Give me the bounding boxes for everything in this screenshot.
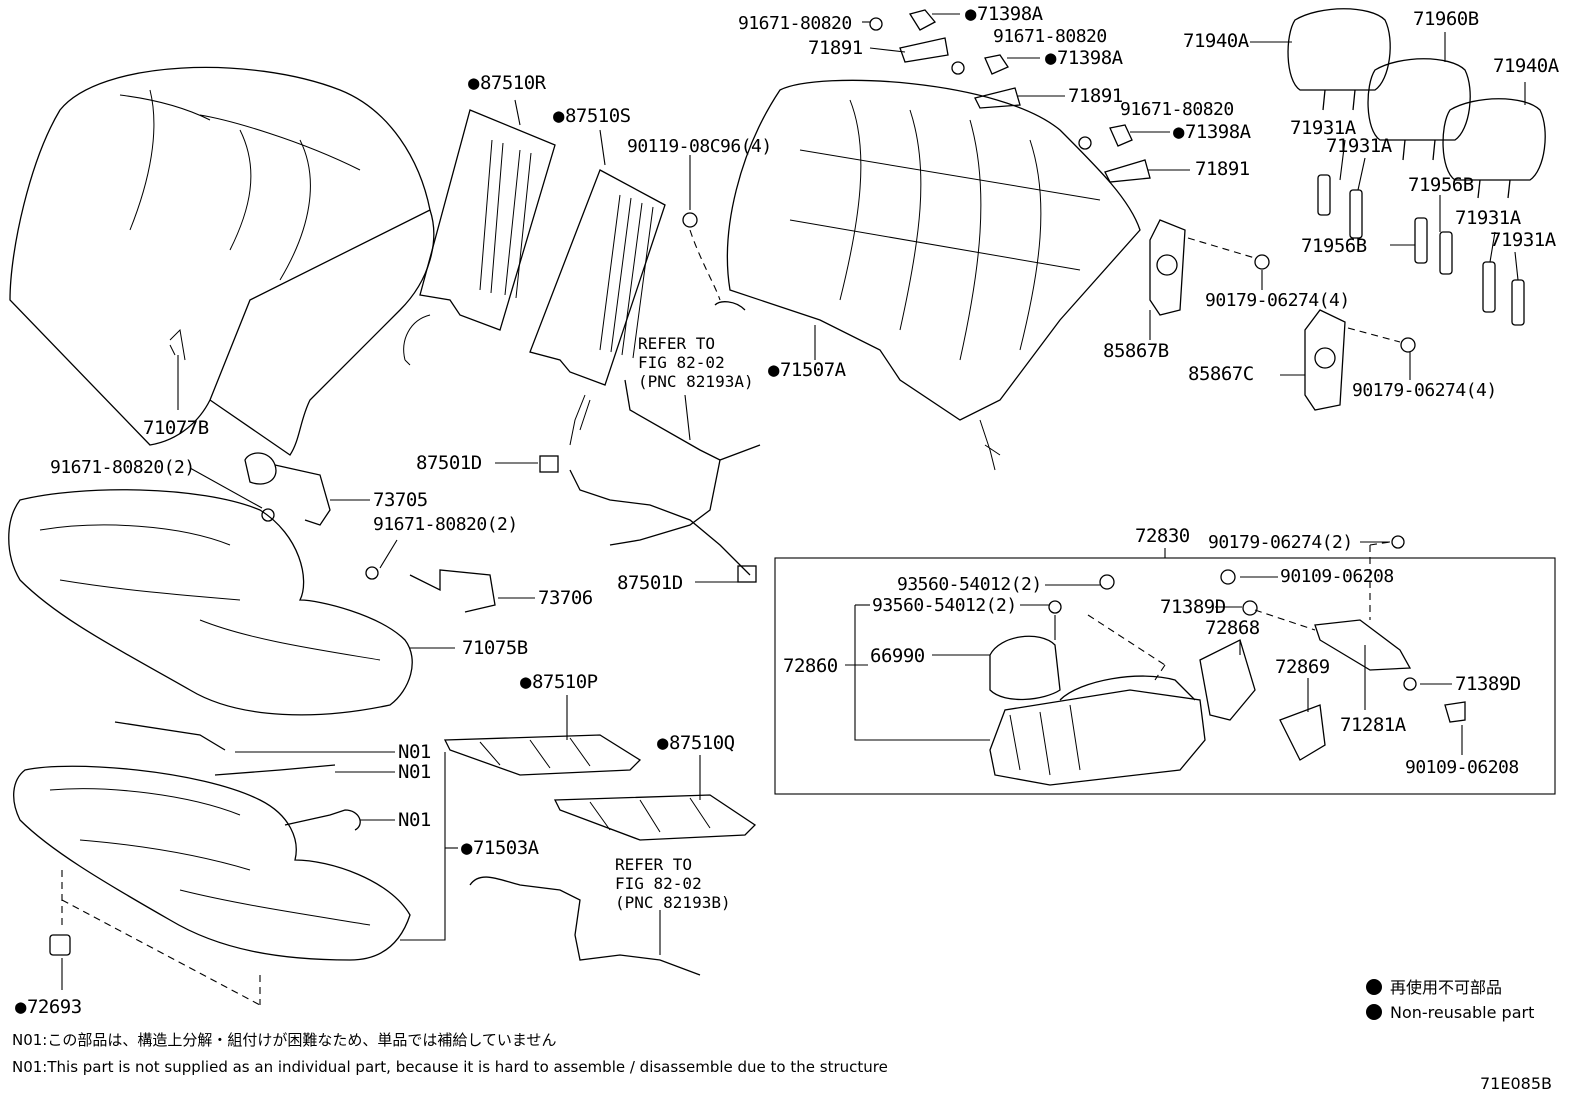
label-90109-1: 90109-06208 <box>1280 566 1394 587</box>
label-90179-2: 90179-06274(4) <box>1352 380 1497 401</box>
label-91671-top1: 91671-80820 <box>738 13 852 34</box>
label-73705: 73705 <box>373 489 428 511</box>
legend-bullet-icon <box>1366 979 1382 995</box>
seat-cushion-frame-71503a <box>13 721 458 961</box>
label-87510q: 87510Q <box>657 733 735 753</box>
label-85867b: 85867B <box>1103 340 1169 362</box>
wire-harness-lower <box>469 876 701 976</box>
wire-harness-center <box>495 379 761 583</box>
clip-72693 <box>49 870 261 1006</box>
label-71940a-1: 71940A <box>1183 30 1249 52</box>
label-91671-top3: 91671-80820 <box>1120 99 1234 120</box>
bolt-90119 <box>682 155 746 311</box>
label-71389d-2: 71389D <box>1455 673 1521 695</box>
label-87501d-1: 87501D <box>416 452 482 474</box>
label-93560-1: 93560-54012(2) <box>897 574 1042 595</box>
armrest-parts <box>845 535 1466 786</box>
label-72869: 72869 <box>1275 656 1330 678</box>
label-72830: 72830 <box>1135 525 1190 547</box>
label-n01-2: N01 <box>398 761 431 783</box>
label-n01-1: N01 <box>398 741 431 763</box>
label-71389d-1: 71389D <box>1160 596 1226 618</box>
label-85867c: 85867C <box>1188 363 1254 385</box>
refer-fig-82193a: REFER TO FIG 82-02 (PNC 82193A) <box>638 334 754 391</box>
label-72868: 72868 <box>1205 617 1260 639</box>
label-71931a-1: 71931A <box>1290 117 1356 139</box>
label-71956b-1: 71956B <box>1408 174 1474 196</box>
seat-back-frame <box>726 79 1141 471</box>
label-91671-2b: 91671-80820(2) <box>373 514 518 535</box>
label-91671-top2: 91671-80820 <box>993 26 1107 47</box>
label-91671-2a: 91671-80820(2) <box>50 457 195 478</box>
label-71507a: 71507A <box>768 360 846 380</box>
label-71503a: 71503A <box>461 838 539 858</box>
label-71891-2: 71891 <box>1068 85 1123 107</box>
label-71931a-2: 71931A <box>1326 135 1392 157</box>
hinge-bracket-group <box>862 9 1190 183</box>
label-71891-3: 71891 <box>1195 158 1250 180</box>
label-n01-3: N01 <box>398 809 431 831</box>
headrests <box>1250 8 1546 199</box>
armrest-assembly-box <box>774 548 1556 795</box>
label-71075b: 71075B <box>462 637 528 659</box>
label-71398a-1: 71398A <box>965 4 1043 24</box>
seat-cushion-cover-71075b <box>8 489 455 716</box>
legend-non-reusable-jp: 再使用不可部品 <box>1366 978 1502 998</box>
headrest-supports <box>1317 139 1525 326</box>
label-87510s: 87510S <box>553 106 631 126</box>
legend-non-reusable-en: Non-reusable part <box>1366 1003 1534 1023</box>
label-90109-2: 90109-06208 <box>1405 757 1519 778</box>
label-71281a: 71281A <box>1340 714 1406 736</box>
clip-brackets-73705-73706 <box>189 452 535 613</box>
label-90179-1: 90179-06274(4) <box>1205 290 1350 311</box>
seat-heater-87510r <box>403 99 556 366</box>
label-73706: 73706 <box>538 587 593 609</box>
legend-bullet-icon <box>1366 1004 1382 1020</box>
label-71398a-2: 71398A <box>1045 48 1123 68</box>
label-71931a-4: 71931A <box>1490 229 1556 251</box>
refer-fig-82193b: REFER TO FIG 82-02 (PNC 82193B) <box>615 855 731 912</box>
label-90179-3: 90179-06274(2) <box>1208 532 1353 553</box>
side-brackets <box>1149 219 1416 411</box>
label-93560-2: 93560-54012(2) <box>872 595 1017 616</box>
label-71960b: 71960B <box>1413 8 1479 30</box>
label-90119: 90119-08C96(4) <box>627 136 772 157</box>
label-71940a-2: 71940A <box>1493 55 1559 77</box>
footnote-en: N01:This part is not supplied as an indi… <box>12 1058 888 1076</box>
label-71956b-2: 71956B <box>1301 235 1367 257</box>
label-72693: 72693 <box>15 997 82 1017</box>
label-87510r: 87510R <box>468 73 546 93</box>
label-87501d-2: 87501D <box>617 572 683 594</box>
label-71931a-3: 71931A <box>1455 207 1521 229</box>
seat-back-cover-71077b <box>9 66 435 456</box>
label-66990: 66990 <box>870 645 925 667</box>
diagram-code: 71E085B <box>1480 1074 1552 1093</box>
label-87510p: 87510P <box>520 672 598 692</box>
label-72860: 72860 <box>783 655 838 677</box>
label-71891-1: 71891 <box>808 37 863 59</box>
label-71398a-3: 71398A <box>1173 122 1251 142</box>
footnote-jp: N01:この部品は、構造上分解・組付けが困難なため、単品では補給していません <box>12 1031 557 1049</box>
label-71077b: 71077B <box>143 417 209 439</box>
heater-pads-87510p-87510q <box>443 695 757 841</box>
seat-heater-87510s <box>529 129 666 446</box>
